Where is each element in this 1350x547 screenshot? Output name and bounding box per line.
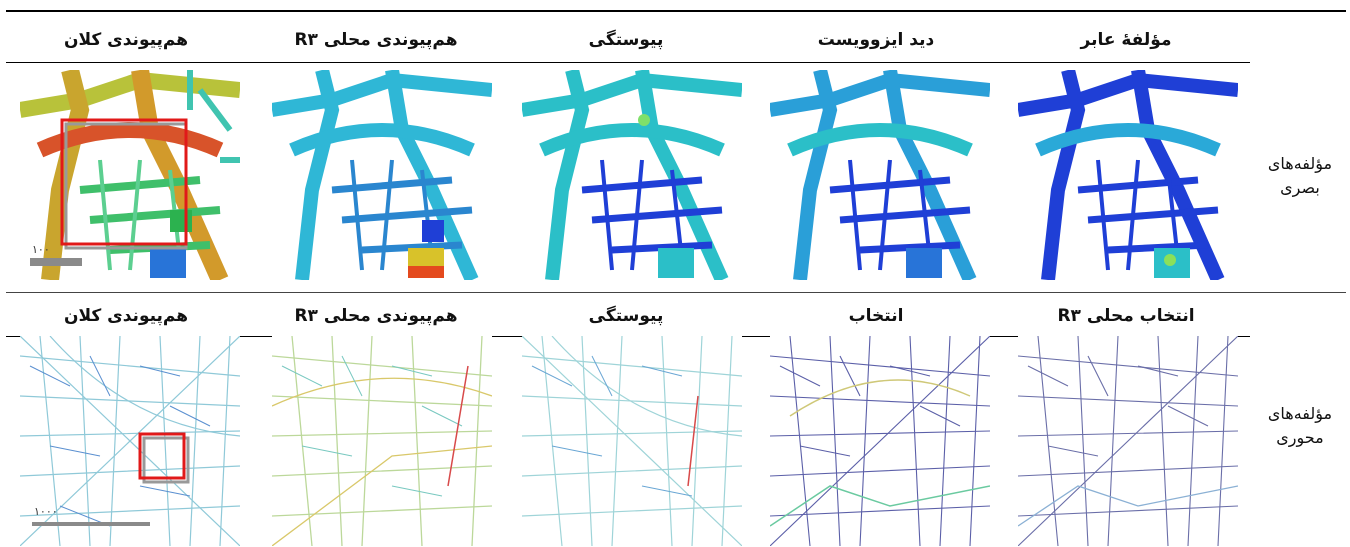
row2-scale-label: ۱۰۰۰: [34, 505, 58, 518]
row2-panel-global-integration: [20, 336, 240, 546]
row-separator: [6, 292, 1346, 293]
row1-panel-local-integration: [272, 70, 492, 280]
row1-panel-isovist: [770, 70, 990, 280]
row2-label: مؤلفه‌های محوری: [1254, 402, 1346, 450]
row1-panel-pedestrian: [1018, 70, 1238, 280]
top-rule: [6, 10, 1346, 12]
row2-label-line2: محوری: [1276, 428, 1324, 447]
row2-col-header-2: هم‌پیوندی محلی R۳: [294, 306, 458, 326]
row1-panel-connectivity: [522, 70, 742, 280]
row1-col-header-5: مؤلفهٔ عابر: [1080, 30, 1172, 50]
row1-label-line2: بصری: [1280, 178, 1320, 197]
row2-panel-local-integration: [272, 336, 492, 546]
row2-panel-connectivity: [522, 336, 742, 546]
row1-scale-label: ۱۰۰: [32, 243, 50, 256]
row2-panel-choice: [770, 336, 990, 546]
row1-col-header-2: هم‌پیوندی محلی R۳: [294, 30, 458, 50]
row2-panel-local-choice: [1018, 336, 1238, 546]
row2-label-line1: مؤلفه‌های: [1267, 404, 1333, 423]
row2-col-header-5: انتخاب محلی R۳: [1057, 306, 1195, 326]
row2-col-header-1: هم‌پیوندی کلان: [63, 306, 189, 326]
row1-col-header-4: دید ایزوویست: [817, 30, 935, 50]
row1-col-header-3: پیوستگی: [588, 30, 664, 50]
row1-label: مؤلفه‌های بصری: [1254, 152, 1346, 200]
row1-panel-global-integration: [20, 70, 240, 280]
header-rule-1: [6, 62, 1250, 63]
row2-col-header-4: انتخاب: [848, 306, 904, 326]
row1-col-header-1: هم‌پیوندی کلان: [63, 30, 189, 50]
row1-label-line1: مؤلفه‌های: [1267, 154, 1333, 173]
row2-col-header-3: پیوستگی: [588, 306, 664, 326]
